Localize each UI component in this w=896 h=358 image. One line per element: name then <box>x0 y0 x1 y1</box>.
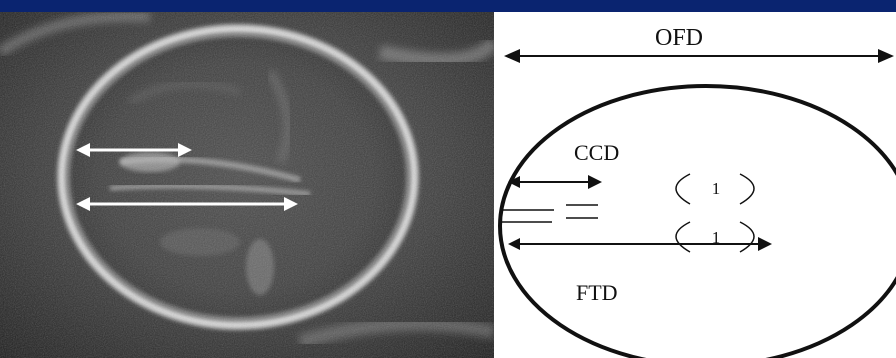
ofd-label: OFD <box>655 25 703 51</box>
ccd-label: CCD <box>574 140 619 165</box>
lobe-upper-label: 1 <box>712 179 721 198</box>
diagram-svg: OFD CCD 1 <box>494 12 896 358</box>
head-ellipse <box>500 86 896 358</box>
top-band <box>0 0 896 12</box>
ofd-arrow <box>504 49 894 63</box>
ultrasound-image <box>0 12 494 358</box>
ccd-arrow <box>508 175 602 189</box>
ftd-arrow <box>508 237 772 251</box>
schematic-diagram: OFD CCD 1 <box>494 12 896 358</box>
midline-lines <box>502 205 598 222</box>
ultrasound-svg <box>0 12 494 358</box>
ftd-label: FTD <box>576 280 618 305</box>
